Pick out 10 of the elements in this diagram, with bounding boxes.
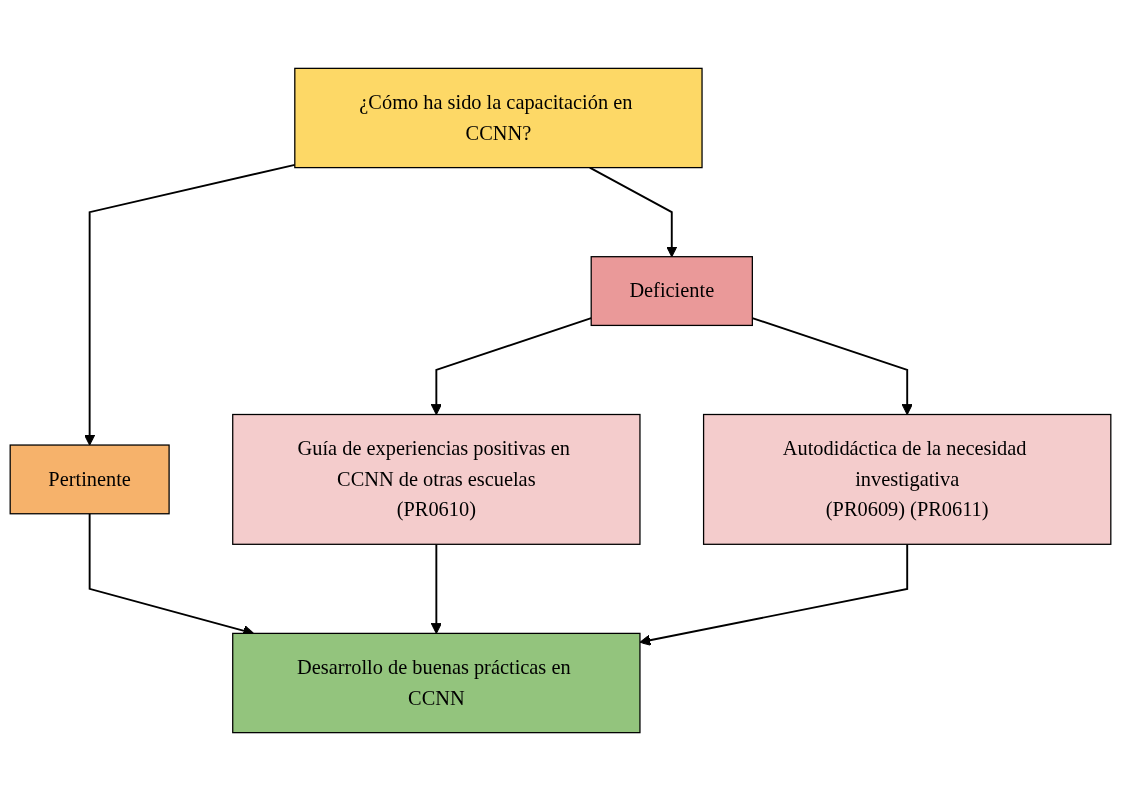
arrow <box>588 166 678 258</box>
node-box: Autodidáctica de la necesidad investigativa (PR0609) (PR0611) <box>702 413 1112 545</box>
node-box: ¿Cómo ha sido la capacitación en CCNN? <box>294 67 703 169</box>
node-box: Desarrollo de buenas prácticas en CCNN <box>232 632 641 734</box>
arrow <box>639 543 909 646</box>
node-box: Pertinente <box>9 444 170 515</box>
node-box: Deficiente <box>590 256 753 327</box>
arrow <box>430 543 442 634</box>
node-box: Guía de experiencias positivas en CCNN de otras escuelas (PR0610) <box>232 413 641 545</box>
arrow <box>84 163 296 446</box>
